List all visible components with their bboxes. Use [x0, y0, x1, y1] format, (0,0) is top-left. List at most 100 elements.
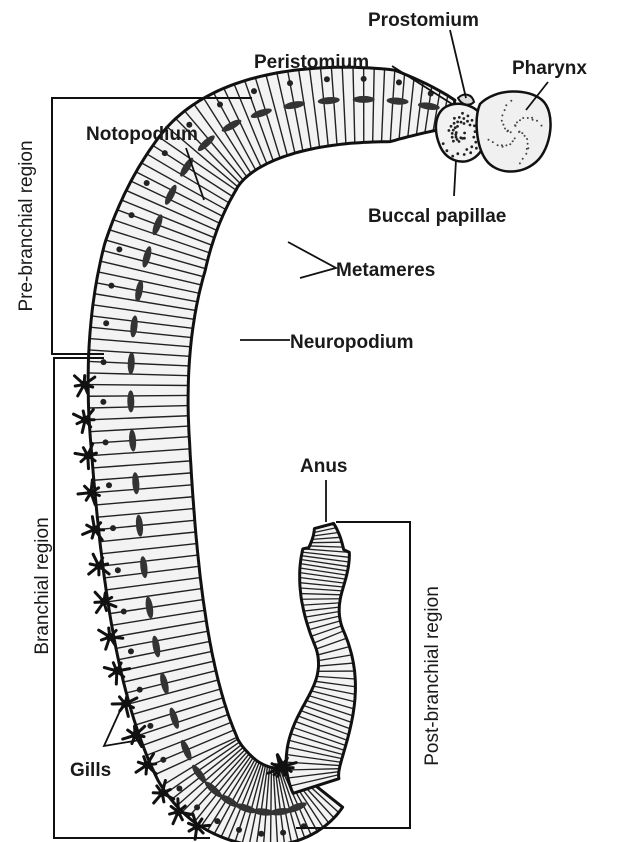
pharynx-shape	[477, 91, 551, 171]
pharynx-dot	[505, 144, 507, 146]
prostomium-label: Prostomium	[368, 10, 479, 31]
pharynx-dot	[522, 117, 524, 119]
notopodium-mark	[217, 101, 223, 107]
notopodium-mark	[144, 180, 150, 186]
papilla-dot	[456, 152, 459, 155]
worm-head	[436, 91, 551, 171]
pharynx-dot	[527, 147, 529, 149]
pharynx-dot	[509, 143, 511, 145]
papilla-dot	[471, 119, 474, 122]
notopodium-mark	[108, 283, 114, 289]
gill-core	[280, 762, 288, 770]
papilla-dot	[455, 136, 458, 139]
pharynx-dot	[512, 140, 514, 142]
pharynx-dot	[505, 104, 507, 106]
pharynx-dot	[506, 130, 508, 132]
pharynx-dot	[527, 117, 529, 119]
gill-core	[106, 633, 114, 641]
papilla-dot	[448, 129, 451, 132]
notopodium-mark	[116, 246, 122, 252]
gill-core	[174, 808, 182, 816]
buccal-papillae-label: Buccal papillae	[368, 206, 506, 227]
pharynx-dot	[488, 139, 490, 141]
gills-label: Gills	[70, 760, 111, 781]
papilla-dot	[450, 125, 453, 128]
papilla-dot	[458, 116, 461, 119]
papilla-dot	[455, 131, 458, 134]
metamere-ring	[88, 385, 188, 386]
papilla-dot	[442, 142, 445, 145]
prostomium-leader	[450, 30, 466, 98]
pre-branchial-region-label: Pre-branchial region	[16, 140, 37, 311]
papilla-dot	[475, 147, 478, 150]
pharynx-dot	[516, 121, 518, 123]
gill-core	[84, 452, 92, 460]
pharynx-dot	[519, 131, 521, 133]
pharynx-dot	[531, 117, 533, 119]
notopodium-mark	[361, 76, 367, 82]
branchial-region-label: Branchial region	[32, 517, 53, 654]
gill-core	[91, 525, 99, 533]
pharynx-dot	[501, 120, 503, 122]
worm-body	[88, 67, 455, 842]
pharynx-dot	[526, 138, 528, 140]
papilla-dot	[446, 149, 449, 152]
papilla-dot	[451, 155, 454, 158]
notopodium-mark	[324, 76, 330, 82]
neuropodium-label: Neuropodium	[290, 332, 414, 353]
pharynx-label: Pharynx	[512, 58, 587, 79]
gill	[123, 726, 145, 746]
metameres-leader	[288, 242, 336, 278]
notopodium-mark	[214, 818, 220, 824]
pharynx-dot	[527, 143, 529, 145]
worm-body-fill	[88, 67, 455, 842]
gill-core	[131, 731, 139, 739]
papilla-dot	[451, 132, 454, 135]
papilla-dot	[463, 132, 466, 135]
gill-core	[158, 789, 166, 797]
metameres-label: Metameres	[336, 260, 435, 281]
gill-core	[81, 416, 89, 424]
notopodium-mark	[137, 687, 143, 693]
peristomium-label: Peristomium	[254, 52, 369, 73]
papilla-dot	[467, 115, 470, 118]
notopodium-mark	[110, 525, 116, 531]
pharynx-dot	[524, 135, 526, 137]
papilla-dot	[452, 129, 455, 132]
pharynx-dot	[521, 132, 523, 134]
buccal-papillae-leader	[454, 160, 456, 196]
papilla-dot	[469, 124, 472, 127]
gill-core	[87, 489, 95, 497]
notopodium-mark	[236, 827, 242, 833]
papilla-dot	[456, 121, 459, 124]
papilla-dot	[466, 120, 469, 123]
notopodium-mark	[103, 320, 109, 326]
notopodium-mark	[101, 359, 107, 365]
pharynx-dot	[497, 144, 499, 146]
notopodium-mark	[115, 567, 121, 573]
papilla-dot	[452, 140, 455, 143]
pharynx-dot	[532, 119, 534, 121]
notopodium-mark	[280, 830, 286, 836]
papilla-dot	[461, 112, 464, 115]
papilla-dot	[451, 136, 454, 139]
gill-core	[95, 562, 103, 570]
papilla-dot	[460, 121, 463, 124]
worm-tail	[286, 523, 355, 793]
metamere-ring	[88, 395, 188, 396]
papilla-dot	[456, 138, 459, 141]
pharynx-dot	[525, 153, 527, 155]
notopodium-mark	[121, 609, 127, 615]
notopodium-label: Notopodium	[86, 124, 198, 145]
papilla-dot	[459, 136, 462, 139]
papilla-dot	[472, 136, 475, 139]
gill-core	[80, 381, 88, 389]
pharynx-dot	[502, 124, 504, 126]
neuropodium-mark	[353, 96, 375, 103]
metamere-ring	[271, 767, 272, 842]
papilla-dot	[474, 141, 477, 144]
post-branchial-region-label: Post-branchial region	[422, 586, 443, 766]
papilla-dot	[465, 148, 468, 151]
